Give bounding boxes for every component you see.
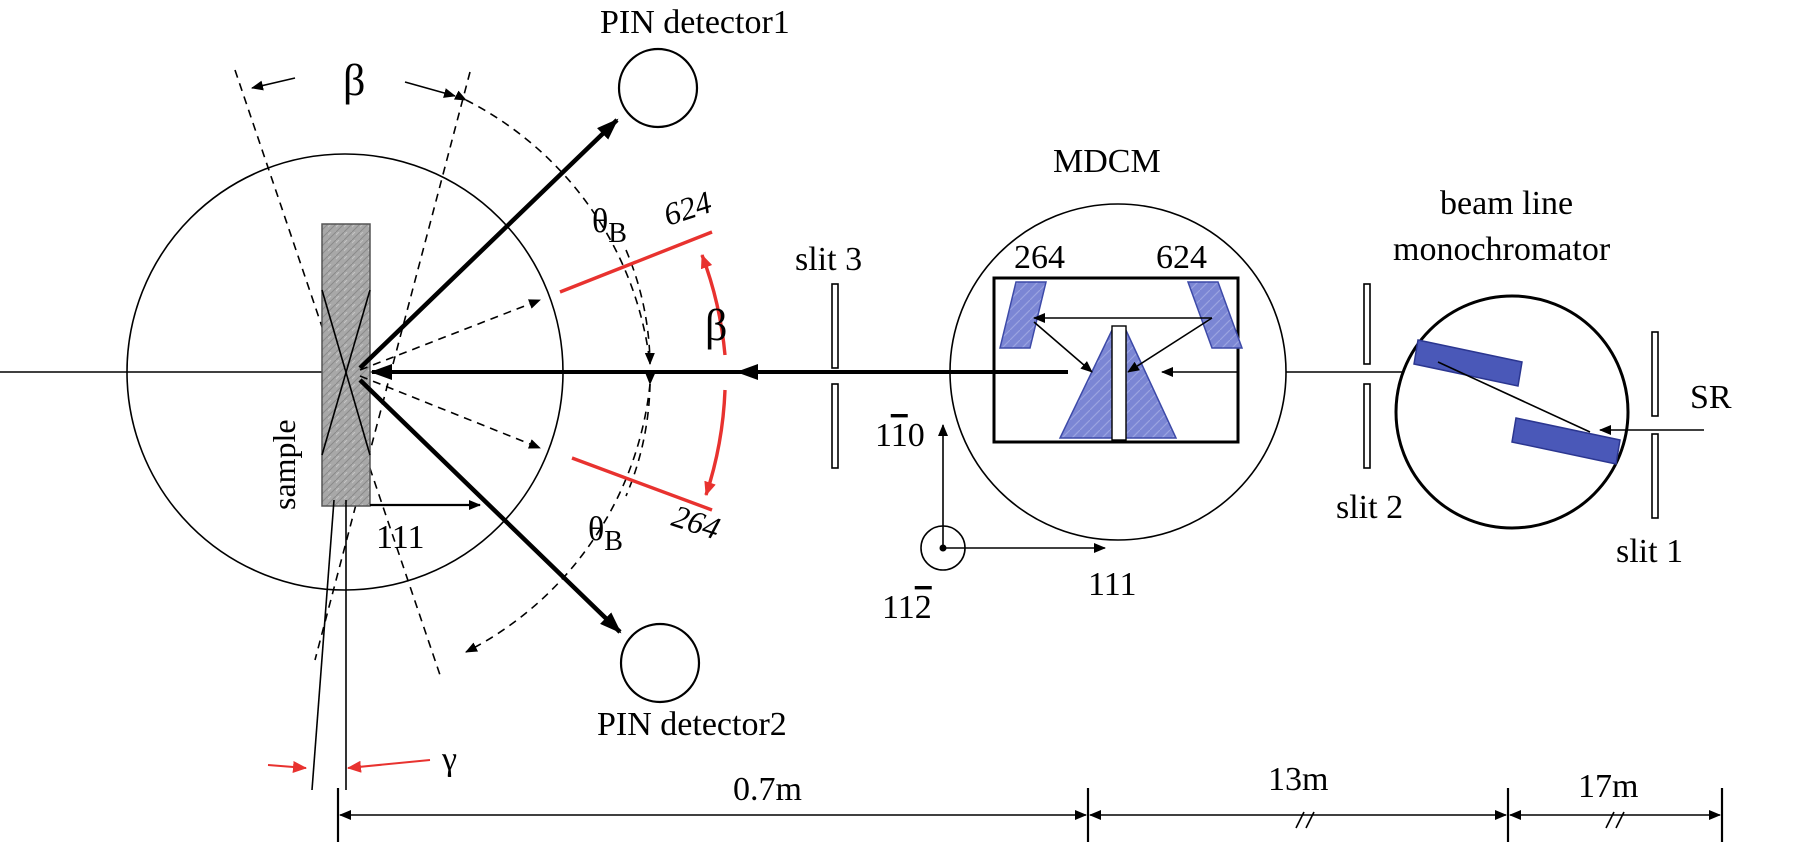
pin-detector-2-label: PIN detector2 [597,706,787,743]
slit-1: slit 1 [1616,331,1683,570]
beta-arrow-right [404,81,456,98]
red-264-label: 264 [668,497,725,546]
mdcm-central-slab [1111,325,1127,441]
slit-3-label: slit 3 [795,241,862,278]
break-mark-13m-a [1295,811,1305,829]
beam-to-detector1 [358,118,619,370]
axis-111-label: 111 [1088,566,1136,603]
pin-detector-2: PIN detector2 [597,622,787,743]
axis-1-1bar-0-label: 110 [875,417,925,454]
mdcm-264-label: 264 [1014,239,1065,276]
gamma-angle: γ [267,741,457,778]
axis-1-1-2bar-label: 112 [882,589,932,626]
sample-tilted-line [311,499,335,791]
mdcm-crystal-624 [1186,281,1244,349]
monochromator-path [1437,361,1591,433]
beta-angle-top: β [251,56,456,105]
sample-label: sample [266,419,302,510]
slit-2: slit 2 [1336,283,1403,526]
dashed-beam-lower [359,375,541,449]
red-line-624 [559,230,713,294]
slit-3-lower-blade [831,383,839,469]
pin-detector-2-circle [619,622,701,704]
break-mark-17m-b [1615,811,1625,829]
sample-cross-2 [321,289,371,456]
slit-3-upper-blade [831,283,839,369]
monochromator-crystal-2 [1511,417,1621,465]
theta-b-top-label: θB [592,203,627,249]
mdcm-path-left [1033,321,1093,373]
theta-arc [625,249,655,365]
theta-arc-lower [625,372,656,497]
gamma-arrow-left [267,760,307,773]
slit-2-label: slit 2 [1336,489,1403,526]
beam-to-detector2 [358,378,622,634]
monochromator-circle [1394,294,1630,530]
pin-detector-1-label: PIN detector1 [600,4,790,41]
dashed-line-left [234,69,441,676]
mdcm-path-right [1127,317,1213,373]
mdcm-central-crystal-right [1123,325,1178,439]
mdcm-central-crystal-left [1058,325,1115,439]
slit-3: slit 3 [795,241,862,469]
gamma-label: γ [441,741,457,778]
scale-17m-label: 17m [1578,768,1638,805]
dashed-arc-upper [453,90,651,365]
red-line-264 [571,456,713,512]
red-reflection-geometry: 624 264 β [559,184,727,546]
monochromator-crystal-1 [1413,339,1523,387]
crystal-axes: 110 112 111 [875,417,1136,626]
pin-detector-1: PIN detector1 [600,4,790,129]
red-arc-upper [700,254,727,356]
slit-1-label: slit 1 [1616,533,1683,570]
slit-1-upper-blade [1651,331,1659,417]
mdcm-box [992,276,1240,444]
dashed-beam-upper [359,299,541,371]
sr-label: SR [1690,379,1732,416]
break-mark-17m-a [1605,811,1615,829]
gamma-arrow-right [347,759,431,773]
beta-mid-label: β [705,301,727,350]
mdcm-624-label: 624 [1156,239,1207,276]
mdcm-crystal-264 [999,281,1047,349]
break-mark-13m-b [1305,811,1315,829]
slit-2-upper-blade [1363,283,1371,365]
diffracted-beams [358,118,622,634]
monochromator-label-2: monochromator [1393,231,1611,268]
scale-13m-label: 13m [1268,761,1328,798]
beamline-monochromator: beam line monochromator [1393,185,1704,530]
red-624-label: 624 [659,184,716,233]
beta-top-label: β [343,56,365,105]
distance-scale: 0.7m 13m 17m [336,761,1724,842]
dashed-line-right [314,71,471,661]
monochromator-label-1: beam line [1440,185,1573,222]
mdcm-label: MDCM [1053,143,1161,180]
red-arc-lower [704,389,727,496]
sample-stage: sample 111 [0,69,564,791]
beta-arrow-left [251,77,296,91]
slit-2-lower-blade [1363,383,1371,469]
theta-b-bottom-label: θB [588,511,623,557]
pin-detector-1-circle [617,47,699,129]
sample-111-label: 111 [376,519,424,556]
scale-07m-label: 0.7m [733,771,802,808]
slit-1-lower-blade [1651,433,1659,519]
mdcm: MDCM 264 624 [949,143,1287,541]
dashed-arc-lower [465,383,651,653]
